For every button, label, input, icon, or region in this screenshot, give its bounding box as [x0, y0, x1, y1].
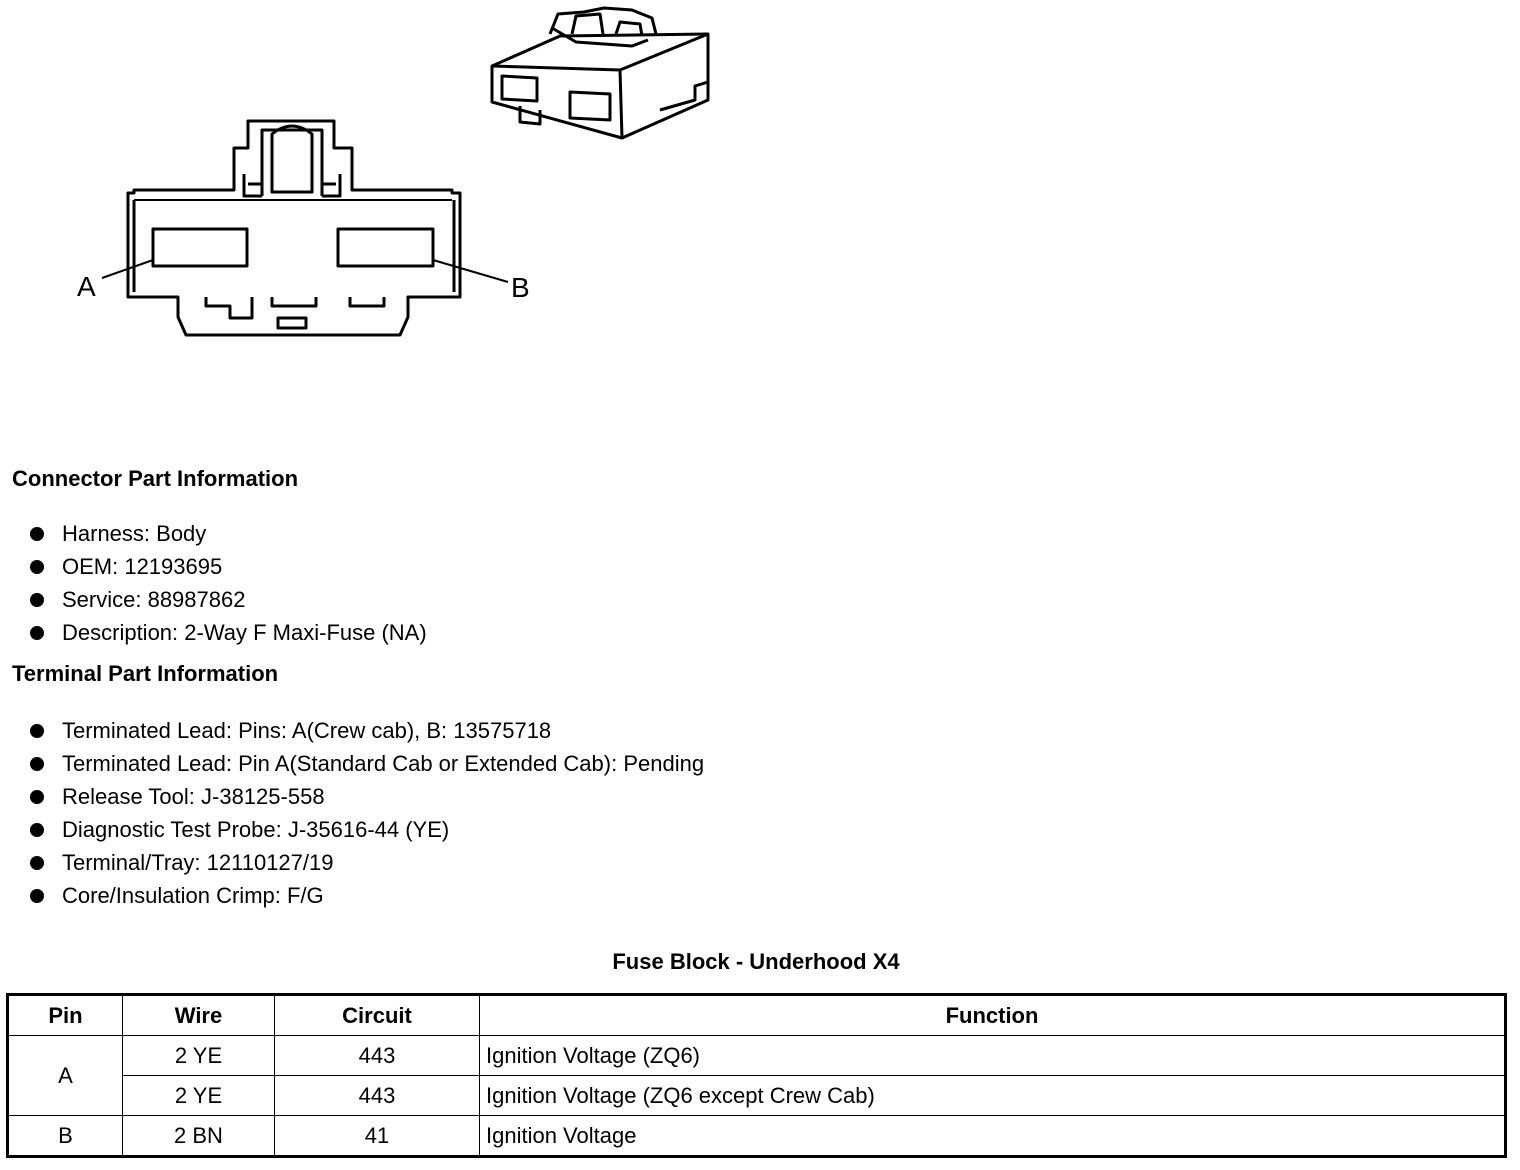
bullet-icon [30, 790, 44, 804]
list-item: Terminated Lead: Pins: A(Crew cab), B: 1… [30, 716, 704, 749]
header-function: Function [479, 994, 1506, 1036]
list-item-text: Terminated Lead: Pins: A(Crew cab), B: 1… [62, 718, 552, 743]
connector-isometric-view [490, 6, 710, 140]
connector-part-info-heading: Connector Part Information [12, 466, 299, 491]
terminal-part-info-heading: Terminal Part Information [12, 661, 279, 686]
table-row: 2 YE 443 Ignition Voltage (ZQ6 except Cr… [8, 1075, 1506, 1116]
cell-function: Ignition Voltage (ZQ6) [479, 1035, 1506, 1076]
bullet-icon [30, 626, 44, 640]
table-header-row: Pin Wire Circuit Function [7, 994, 1506, 1036]
cell-pin: A [7, 1035, 123, 1116]
list-item-text: Core/Insulation Crimp: F/G [62, 883, 324, 908]
table-title: Fuse Block - Underhood X4 [612, 949, 900, 974]
list-item: OEM: 12193695 [30, 552, 427, 585]
callout-b-label: B [511, 272, 530, 303]
cell-wire: 2 BN [122, 1115, 275, 1157]
cell-pin: B [7, 1115, 123, 1157]
bullet-icon [30, 560, 44, 574]
bullet-icon [30, 889, 44, 903]
cell-wire: 2 YE [122, 1075, 275, 1116]
list-item: Terminal/Tray: 12110127/19 [30, 848, 704, 881]
bullet-icon [30, 823, 44, 837]
connector-part-info-list: Harness: Body OEM: 12193695 Service: 889… [30, 519, 427, 651]
cavity-b [336, 227, 435, 268]
list-item-text: Release Tool: J-38125-558 [62, 784, 325, 809]
bullet-icon [30, 724, 44, 738]
list-item-text: Harness: Body [62, 521, 207, 546]
list-item: Diagnostic Test Probe: J-35616-44 (YE) [30, 815, 704, 848]
list-item-text: Terminated Lead: Pin A(Standard Cab or E… [62, 751, 705, 776]
cell-circuit: 443 [274, 1035, 480, 1076]
list-item: Description: 2-Way F Maxi-Fuse (NA) [30, 618, 427, 651]
list-item-text: OEM: 12193695 [62, 554, 223, 579]
list-item-text: Service: 88987862 [62, 587, 246, 612]
connector-front-view [101, 119, 509, 337]
list-item: Harness: Body [30, 519, 427, 552]
cell-circuit: 443 [274, 1075, 480, 1116]
list-item: Release Tool: J-38125-558 [30, 782, 704, 815]
cell-wire: 2 YE [122, 1035, 275, 1076]
header-wire: Wire [122, 994, 275, 1036]
list-item-text: Diagnostic Test Probe: J-35616-44 (YE) [62, 817, 450, 842]
header-pin: Pin [7, 994, 123, 1036]
list-item-text: Terminal/Tray: 12110127/19 [62, 850, 334, 875]
bullet-icon [30, 593, 44, 607]
cell-function: Ignition Voltage [479, 1115, 1506, 1157]
connector-illustration: A B [77, 6, 710, 337]
header-circuit: Circuit [274, 994, 480, 1036]
table-row: A 2 YE 443 Ignition Voltage (ZQ6) [7, 1035, 1506, 1116]
pin-table: Pin Wire Circuit Function A 2 YE 443 Ign… [6, 993, 1507, 1158]
list-item: Core/Insulation Crimp: F/G [30, 881, 704, 914]
bullet-icon [30, 527, 44, 541]
list-item: Service: 88987862 [30, 585, 427, 618]
cell-circuit: 41 [274, 1115, 480, 1157]
bullet-icon [30, 856, 44, 870]
cell-function: Ignition Voltage (ZQ6 except Crew Cab) [479, 1075, 1506, 1116]
table-row: B 2 BN 41 Ignition Voltage [7, 1115, 1506, 1157]
list-item-text: Description: 2-Way F Maxi-Fuse (NA) [62, 620, 427, 645]
cavity-a [151, 227, 249, 268]
callout-a-label: A [77, 271, 96, 302]
bullet-icon [30, 757, 44, 771]
terminal-part-info-list: Terminated Lead: Pins: A(Crew cab), B: 1… [30, 716, 704, 914]
list-item: Terminated Lead: Pin A(Standard Cab or E… [30, 749, 704, 782]
